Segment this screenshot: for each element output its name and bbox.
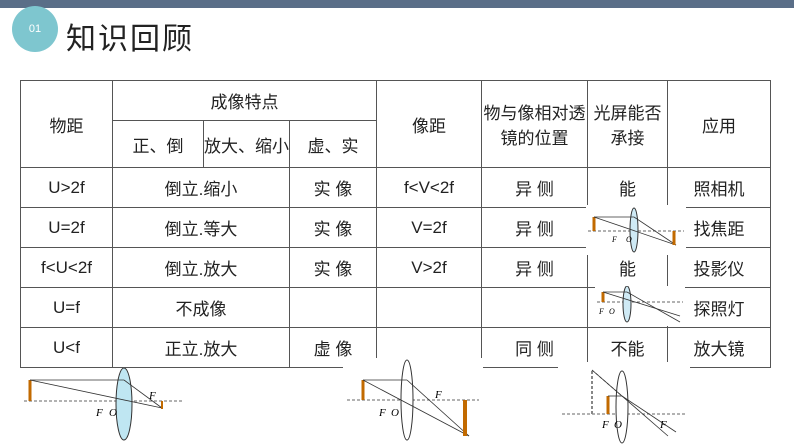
cell-image-feature: 倒立.缩小 (112, 167, 290, 208)
origin-label: O (614, 419, 622, 431)
top-bar (0, 0, 794, 8)
cell-object-distance: f<U<2f (20, 247, 113, 288)
cell-image-distance: V>2f (376, 247, 482, 288)
origin-label: O (609, 307, 615, 316)
page-title: 知识回顾 (66, 23, 194, 56)
focal-label: F (378, 407, 386, 419)
cell-application: 放大镜 (667, 327, 771, 368)
lens-diagram-far-object: F O F (20, 368, 188, 444)
focal-label: F (611, 235, 617, 244)
lens-diagram-equal: F O (586, 205, 686, 255)
cell-image-feature: 正立.放大 (112, 327, 290, 368)
table-row: f<U<2f 倒立.放大 实 像 V>2f 异 侧 能 投影仪 (20, 247, 771, 288)
cell-real-virtual: 实 像 (289, 247, 377, 288)
cell-object-distance: U<f (20, 327, 113, 368)
lens-diagram-magnifier: F O F (558, 362, 690, 444)
lens-imaging-table: 物距 成像特点 像距 物与像相对透镜的位置 光屏能否承接 应用 正、倒 放大、缩… (20, 80, 771, 368)
focal-label: F (95, 407, 103, 419)
cell-real-virtual: 实 像 (289, 207, 377, 248)
cell-position: 异 侧 (481, 207, 588, 248)
origin-label: O (391, 407, 399, 419)
lens-diagram-projector: F O F (343, 358, 483, 444)
header-real: 虚、实 (289, 120, 377, 168)
cell-screen: 能 (587, 167, 668, 208)
header-screen: 光屏能否承接 (587, 80, 668, 168)
cell-position: 异 侧 (481, 167, 588, 208)
focal-label: F (598, 307, 604, 316)
origin-label: O (109, 407, 117, 419)
table-row: U>2f 倒立.缩小 实 像 f<V<2f 异 侧 能 照相机 (20, 167, 771, 208)
focal-label: F (659, 419, 667, 431)
cell-image-distance (376, 287, 482, 328)
lens-diagram-focal: F O (595, 286, 685, 326)
focal-label: F (434, 389, 442, 401)
cell-object-distance: U>2f (20, 167, 113, 208)
header-position: 物与像相对透镜的位置 (481, 80, 588, 168)
header-size: 放大、缩小 (203, 120, 290, 168)
header-image-distance: 像距 (376, 80, 482, 168)
origin-label: O (626, 235, 632, 244)
cell-position (481, 287, 588, 328)
cell-object-distance: U=2f (20, 207, 113, 248)
cell-image-feature: 不成像 (112, 287, 290, 328)
cell-position: 异 侧 (481, 247, 588, 288)
cell-application: 照相机 (667, 167, 771, 208)
cell-image-distance: f<V<2f (376, 167, 482, 208)
section-number-badge: 01 (12, 6, 58, 52)
focal-label: F (148, 390, 156, 402)
cell-real-virtual: 实 像 (289, 167, 377, 208)
cell-object-distance: U=f (20, 287, 113, 328)
header-features: 成像特点 (112, 80, 377, 121)
cell-image-feature: 倒立.放大 (112, 247, 290, 288)
cell-real-virtual (289, 287, 377, 328)
cell-position: 同 侧 (481, 327, 588, 368)
header-application: 应用 (667, 80, 771, 168)
header-upright: 正、倒 (112, 120, 204, 168)
cell-image-feature: 倒立.等大 (112, 207, 290, 248)
focal-label: F (601, 419, 609, 431)
header-distance: 物距 (20, 80, 113, 168)
cell-image-distance: V=2f (376, 207, 482, 248)
